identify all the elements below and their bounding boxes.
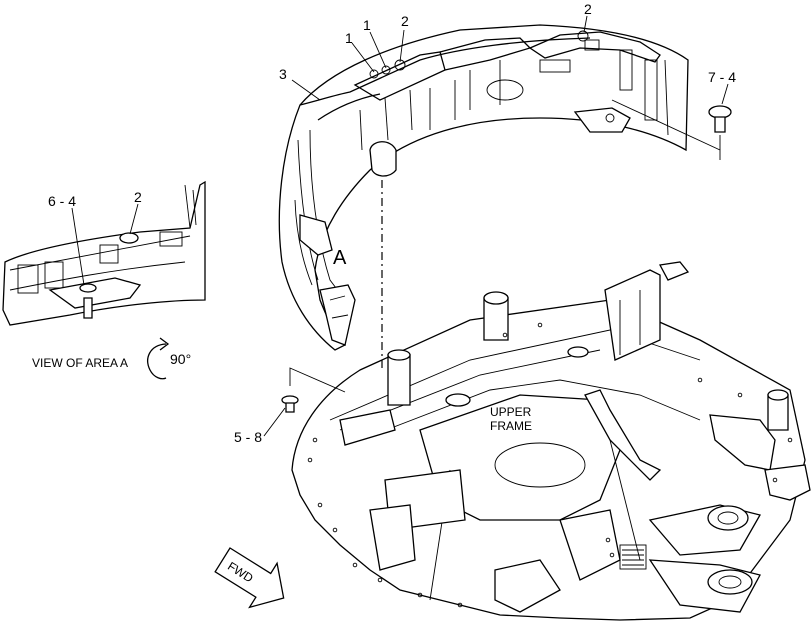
area-a-inset-drawing [2, 180, 206, 326]
callout-2a: 2 [401, 13, 409, 29]
counterweight-drawing [278, 24, 689, 351]
bolt-5-8 [281, 395, 299, 413]
callout-2b: 2 [584, 1, 592, 17]
fwd-arrow-icon: FWD [214, 547, 285, 609]
bolt-7-4 [708, 105, 732, 133]
callout-1a: 1 [345, 30, 353, 46]
rotation-label: 90° [170, 351, 191, 367]
area-a-label: A [333, 247, 347, 269]
rotation-arrow-icon [147, 343, 167, 380]
callout-1b: 1 [363, 17, 371, 33]
leader-lines [71, 15, 729, 437]
upper-frame-drawing [291, 261, 811, 621]
callout-5-8: 5 - 8 [234, 429, 262, 445]
view-of-area-label: VIEW OF AREA A [32, 356, 128, 370]
callout-6-4: 6 - 4 [48, 193, 76, 209]
upper-frame-label-line2: FRAME [490, 419, 532, 433]
callout-7-4: 7 - 4 [708, 69, 736, 85]
callout-2c: 2 [134, 189, 142, 205]
upper-frame-label-line1: UPPER [490, 405, 532, 419]
callout-3: 3 [279, 66, 287, 82]
